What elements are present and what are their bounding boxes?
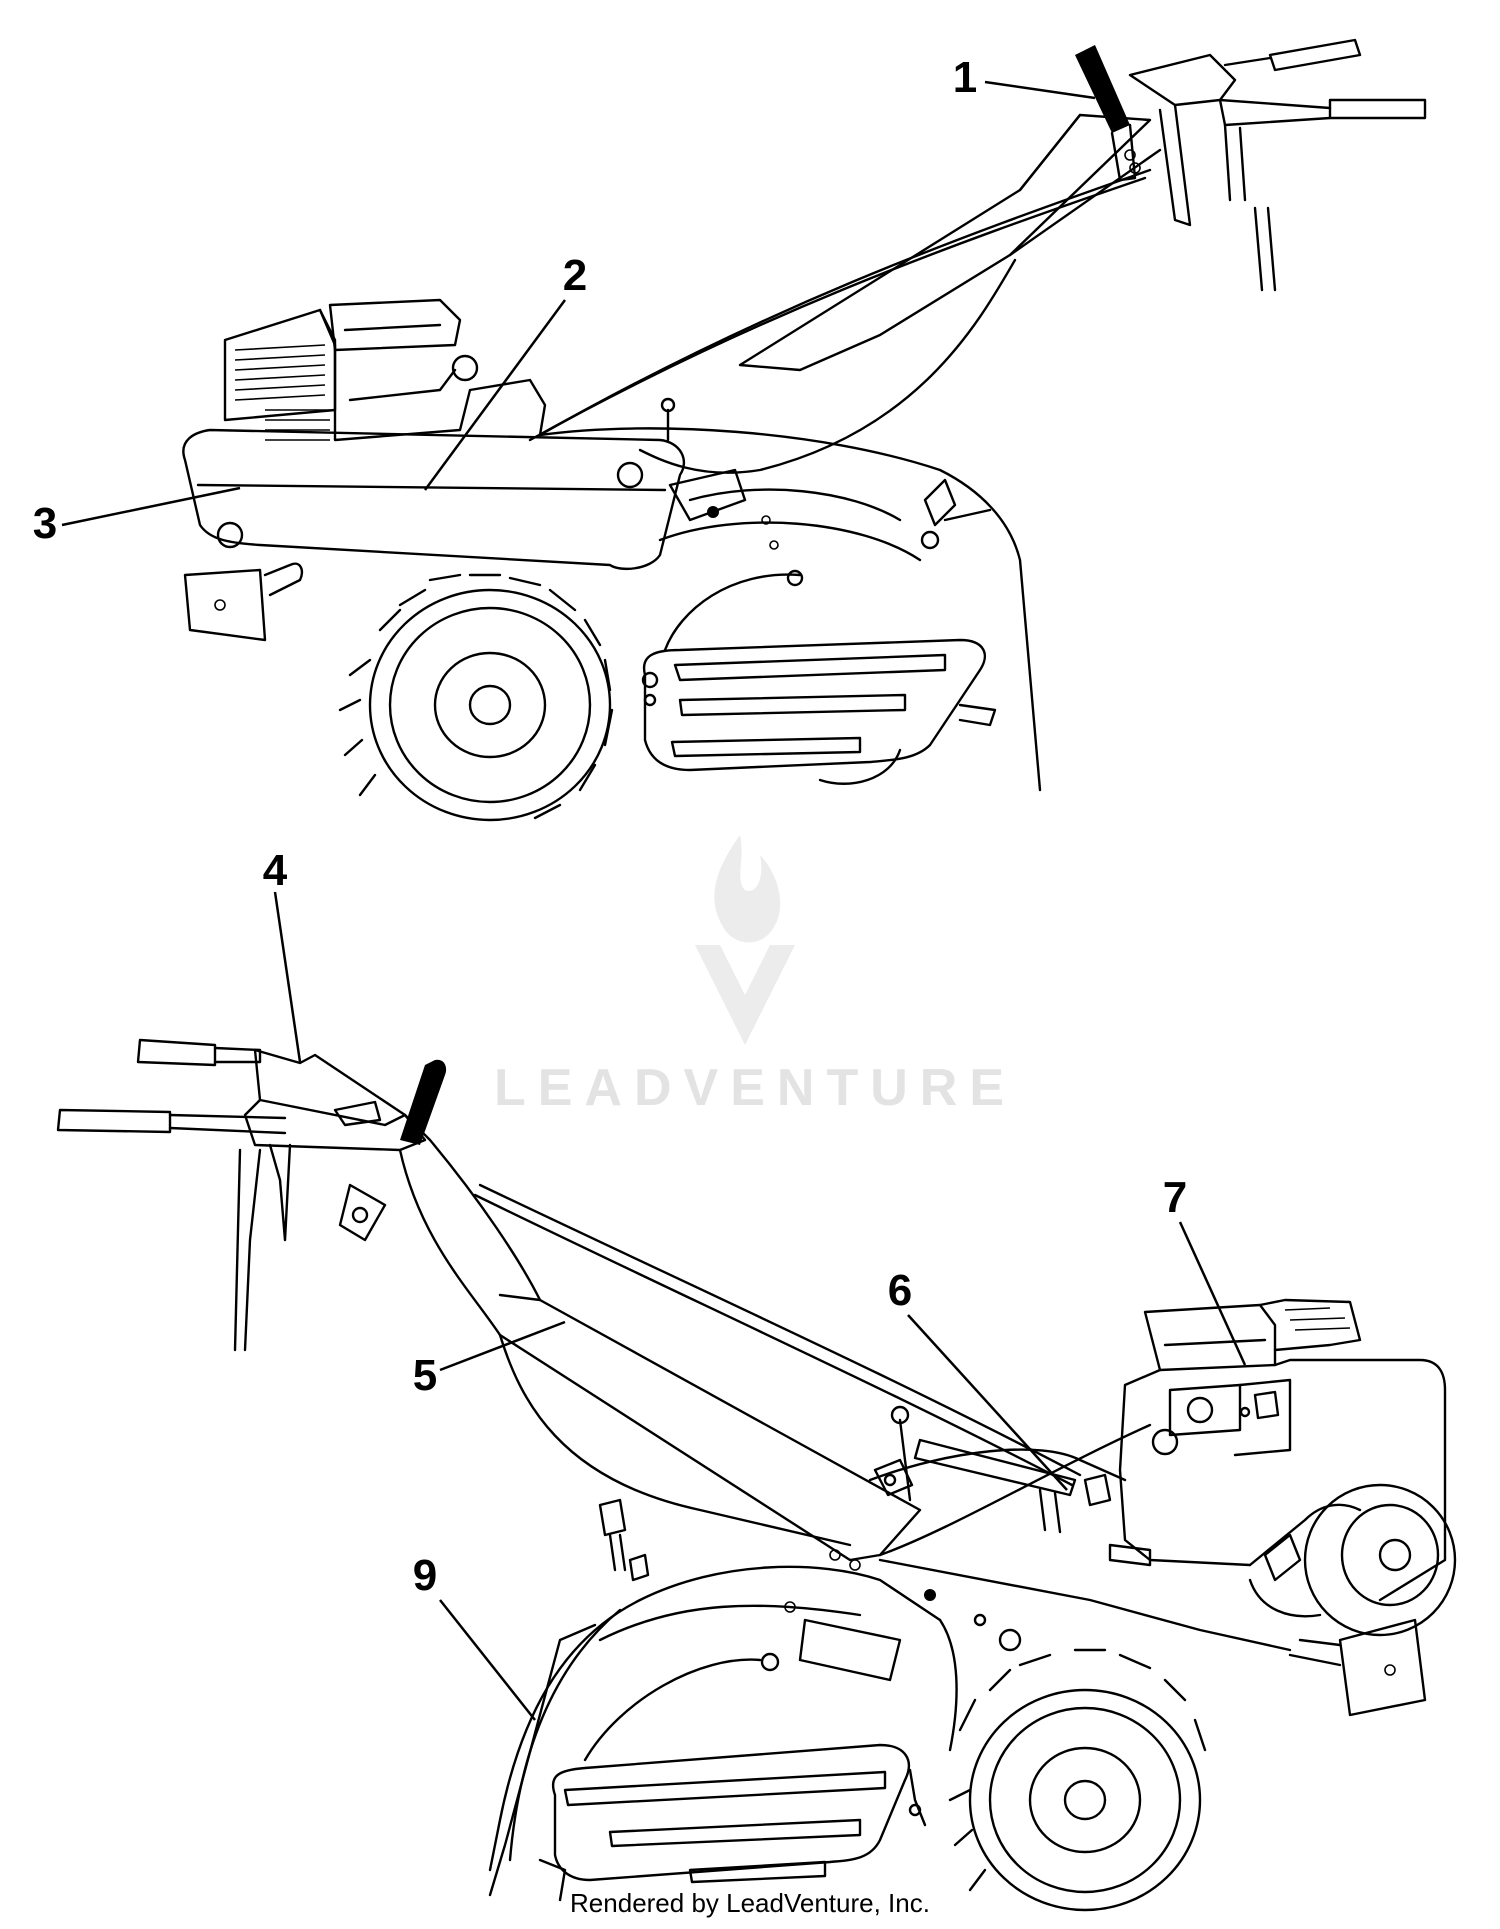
- callout-5-leader: [439, 1320, 566, 1372]
- callout-2-label: 2: [563, 251, 587, 300]
- tiller-top-view: [182, 38, 1427, 822]
- callout-2-leader: [423, 299, 567, 491]
- callout-3-label: 3: [33, 499, 57, 548]
- callout-4-leader: [273, 891, 302, 1063]
- callout-1-label: 1: [953, 53, 977, 102]
- watermark: LEADVENTURE: [494, 835, 1016, 1117]
- callout-9-label: 9: [413, 1551, 437, 1600]
- callout-2: 2: [423, 251, 587, 491]
- watermark-flame-icon: [714, 835, 781, 943]
- callout-3: 3: [33, 486, 241, 548]
- callout-6: 6: [888, 1266, 1068, 1491]
- callout-5-label: 5: [413, 1351, 437, 1400]
- callout-7-leader: [1178, 1221, 1247, 1366]
- callout-1: 1: [953, 53, 1096, 102]
- callout-9: 9: [413, 1551, 536, 1721]
- watermark-v-icon: [695, 945, 795, 1045]
- callout-6-label: 6: [888, 1266, 912, 1315]
- callout-3-leader: [61, 486, 241, 527]
- callout-6-leader: [907, 1314, 1068, 1491]
- callout-4-label: 4: [263, 846, 288, 895]
- callout-1-leader: [984, 80, 1096, 100]
- callout-7: 7: [1163, 1173, 1247, 1366]
- footer-credit: Rendered by LeadVenture, Inc.: [570, 1888, 930, 1918]
- callout-7-label: 7: [1163, 1173, 1187, 1222]
- callout-5: 5: [413, 1320, 566, 1400]
- callout-4: 4: [263, 846, 302, 1063]
- callout-9-leader: [439, 1599, 536, 1721]
- watermark-brand-text: LEADVENTURE: [494, 1059, 1016, 1117]
- tiller-bottom-view: [56, 1038, 1457, 1912]
